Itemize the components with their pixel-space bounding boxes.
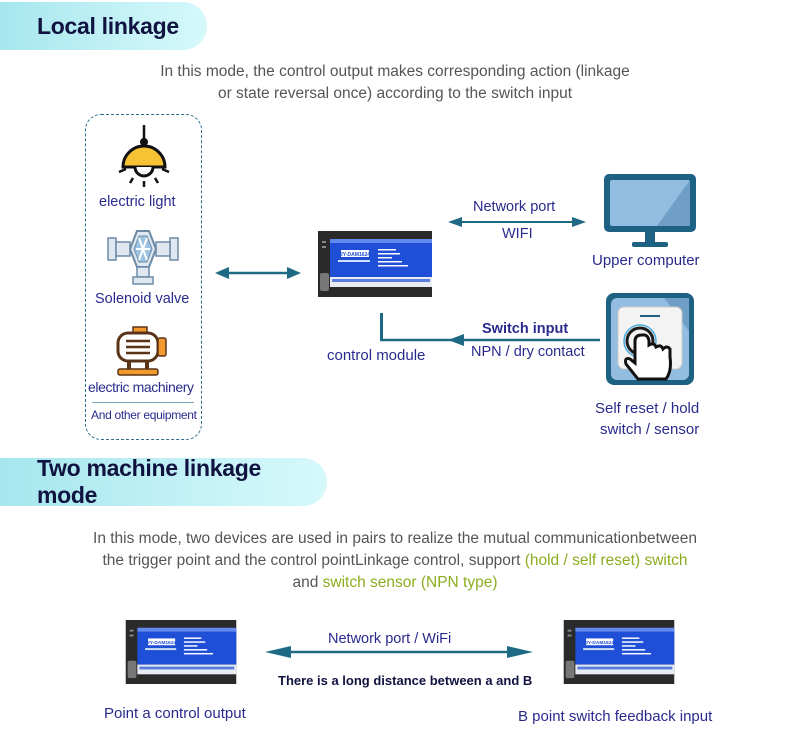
long-distance-arrow	[265, 645, 533, 659]
device-point-b: JY-DAM1624	[562, 620, 676, 684]
network-arrow	[448, 216, 586, 228]
description-text: the trigger point and the control pointL…	[102, 552, 525, 569]
switch-link-label: Switch input	[482, 321, 569, 337]
equipment-footer: And other equipment	[91, 408, 197, 422]
valve-icon	[106, 226, 180, 288]
control-module-label: control module	[327, 347, 426, 364]
motor-icon	[114, 325, 174, 377]
description-line: and switch sensor (NPN type)	[0, 572, 790, 594]
description-line: the trigger point and the control pointL…	[0, 550, 790, 572]
equipment-label: electric light	[99, 194, 176, 210]
connector-line	[380, 313, 383, 340]
description-line: In this mode, the control output makes c…	[160, 63, 630, 80]
equipment-group	[85, 114, 202, 440]
switch-device-label: Self reset / hold	[595, 400, 700, 417]
divider	[92, 402, 194, 403]
upper-computer-label: Upper computer	[592, 252, 700, 269]
monitor-icon	[602, 172, 698, 250]
section-description: In this mode, the control output makes c…	[0, 61, 790, 105]
section-description: In this mode, two devices are used in pa…	[0, 528, 790, 594]
section-title: Two machine linkage mode	[37, 455, 261, 508]
switch-input-arrow	[380, 334, 600, 346]
device-point-a: JY-DAM1624	[124, 620, 238, 684]
equipment-label: electric machinery	[88, 379, 194, 395]
description-line: or state reversal once) according to the…	[217, 85, 573, 102]
control-module-device: JY-DAM1624	[318, 231, 432, 297]
device-model: JY-DAM1624	[340, 252, 370, 258]
network-link-label: Network port	[473, 199, 556, 215]
network-link-sublabel: WIFI	[502, 226, 533, 242]
switch-device-sublabel: switch / sensor	[600, 421, 700, 438]
switch-button-icon	[604, 291, 696, 387]
device-model: JY-DAM1624	[147, 640, 176, 646]
device-model: JY-DAM1624	[585, 640, 614, 646]
section-banner-local-linkage: Local linkage	[0, 2, 207, 50]
point-a-label: Point a control output	[104, 705, 246, 722]
description-highlight: switch sensor (NPN type)	[322, 574, 498, 591]
section-title: Local linkage	[37, 12, 179, 39]
equipment-label: Solenoid valve	[95, 291, 190, 307]
switch-link-sublabel: NPN / dry contact	[471, 344, 585, 360]
link-label: Network port / WiFi	[328, 631, 452, 647]
distance-note: There is a long distance between a and B	[278, 673, 533, 688]
description-line: In this mode, two devices are used in pa…	[93, 530, 697, 547]
bidirectional-arrow	[215, 266, 301, 280]
description-text: and	[292, 574, 323, 591]
point-b-label: B point switch feedback input	[518, 708, 713, 725]
lamp-icon	[116, 125, 172, 193]
section-banner-two-machine: Two machine linkage mode	[0, 455, 327, 508]
description-highlight: (hold / self reset) switch	[524, 552, 688, 569]
